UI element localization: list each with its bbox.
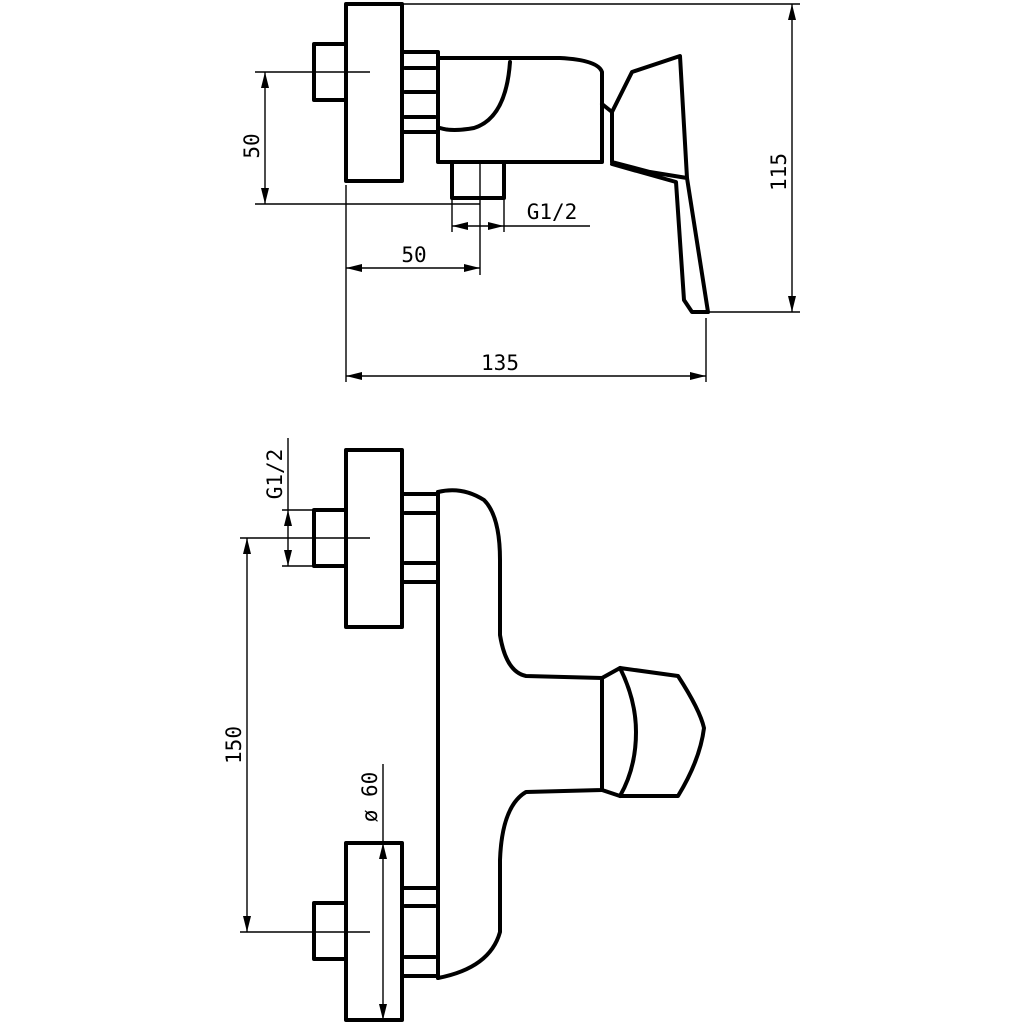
dim-overall-height: 115 <box>767 153 791 191</box>
front-view-dimensions <box>240 438 387 1020</box>
dim-inlet-spacing: 150 <box>222 726 246 764</box>
dim-outlet-thread: G1/2 <box>527 200 578 224</box>
front-view-body <box>312 448 706 1022</box>
side-view: 50 115 50 G1/2 135 <box>240 2 800 382</box>
dim-inlet-thread: G1/2 <box>263 449 287 500</box>
dim-flange-diameter: ø 60 <box>358 772 382 823</box>
side-view-dimensions <box>255 3 800 382</box>
side-view-body <box>312 2 710 314</box>
dim-outlet-offset: 50 <box>401 243 426 267</box>
front-view: G1/2 150 ø 60 <box>222 438 706 1022</box>
dim-overall-depth: 135 <box>481 351 519 375</box>
dim-height-spacing: 50 <box>240 133 264 158</box>
